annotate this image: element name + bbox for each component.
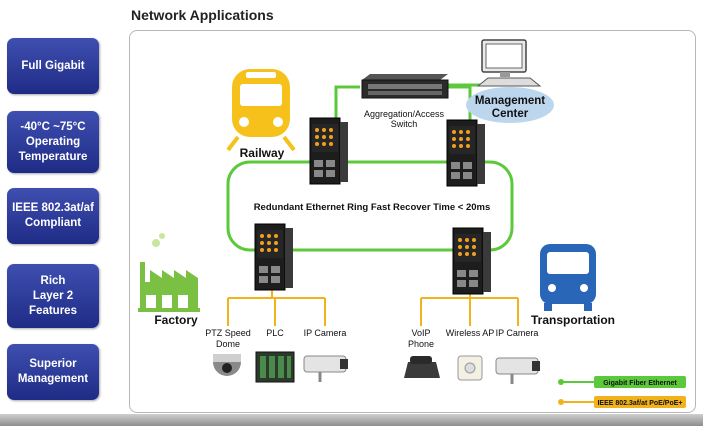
ip-camera-left-label: IP Camera (304, 328, 347, 338)
legend-poe-dot (558, 399, 564, 405)
legend-fiber-label: Gigabit Fiber Ethernet (603, 380, 677, 387)
railway-label: Railway (240, 146, 285, 160)
voip-label-2: Phone (408, 339, 434, 349)
ip-camera-left-icon (303, 355, 348, 382)
fiber-uplink-left (334, 85, 360, 120)
voip-phone-icon (404, 356, 440, 378)
factory-label: Factory (154, 313, 198, 327)
wireless-ap-label: Wireless AP (446, 328, 495, 338)
feature-sidebar: Full Gigabit -40°C ~75°C Operating Tempe… (0, 0, 112, 426)
ring-label: Redundant Ethernet Ring Fast Recover Tim… (254, 202, 491, 213)
fiber-ring (226, 160, 514, 252)
management-center-label-2: Center (492, 108, 529, 120)
badge-ieee-compliant: IEEE 802.3at/af Compliant (7, 188, 99, 244)
train-icon (226, 69, 296, 152)
aggregation-label-2: Switch (391, 119, 418, 129)
plc-label: PLC (266, 328, 284, 338)
badge-full-gigabit: Full Gigabit (7, 38, 99, 94)
legend-poe-label: IEEE 802.3af/at PoE/PoE+ (597, 400, 682, 407)
legend-fiber-box (594, 376, 686, 388)
transportation-label: Transportation (531, 313, 615, 327)
page-title: Network Applications (131, 7, 274, 23)
badge-layer2-features: Rich Layer 2 Features (7, 264, 99, 328)
ip-camera-right-label: IP Camera (496, 328, 539, 338)
badge-superior-management: Superior Management (7, 344, 99, 400)
plc-icon (255, 351, 295, 383)
ptz-label-2: Dome (216, 339, 240, 349)
wireless-ap-icon (457, 355, 483, 381)
ptz-dome-icon (213, 354, 241, 376)
legend-poe-box (594, 396, 686, 408)
legend-fiber-dot (558, 379, 564, 385)
factory-icon (138, 233, 200, 312)
bus-icon (540, 244, 596, 311)
management-center-label-1: Management (475, 95, 545, 107)
computer-icon (476, 39, 542, 87)
footer-bar (0, 414, 703, 426)
voip-label-1: VoIP (411, 328, 430, 338)
badge-operating-temperature: -40°C ~75°C Operating Temperature (7, 111, 99, 173)
ring-switch-top-right (446, 119, 486, 187)
legend: Gigabit Fiber Ethernet IEEE 802.3af/at P… (558, 376, 686, 408)
aggregation-label-1: Aggregation/Access (364, 109, 445, 119)
ring-switch-bottom-right (452, 227, 492, 295)
management-center-bubble (466, 87, 554, 123)
ring-switch-top-left (309, 117, 349, 185)
ring-switch-bottom-left (254, 223, 294, 291)
ptz-label-1: PTZ Speed (205, 328, 251, 338)
aggregation-switch (361, 74, 449, 99)
ip-camera-right-icon (495, 357, 540, 384)
